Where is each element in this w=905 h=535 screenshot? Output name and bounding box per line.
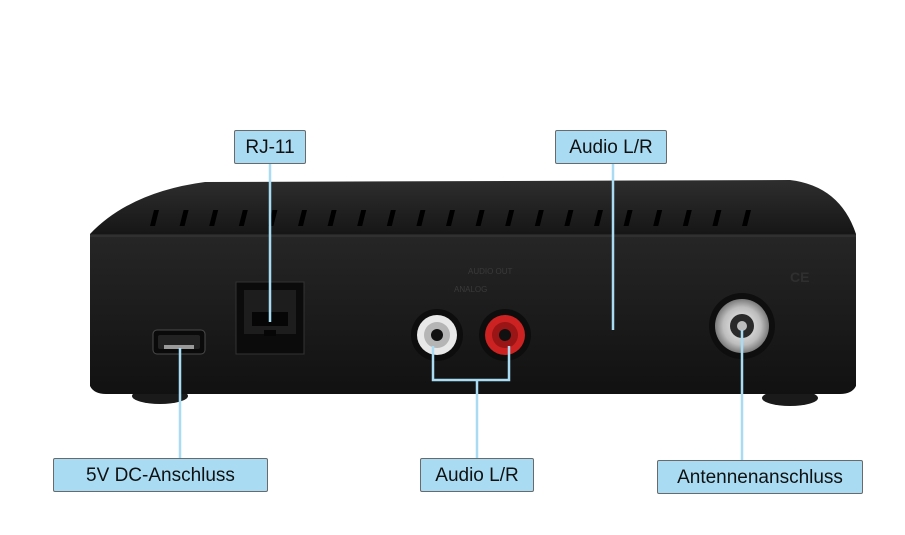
antenna-connector-icon <box>709 293 775 359</box>
leader-lines <box>178 164 744 460</box>
rca-left-jack-icon <box>411 309 463 361</box>
rj11-callout: RJ-11 <box>234 130 306 164</box>
ce-mark: CE <box>790 269 809 285</box>
audio-lr-callout-bottom: Audio L/R <box>420 458 534 492</box>
mini-usb-port-icon <box>152 329 206 355</box>
vent-slot <box>712 210 722 226</box>
analog-label: ANALOG <box>454 285 487 294</box>
vent-slot <box>475 210 485 226</box>
antenna-callout: Antennenanschluss <box>657 460 863 494</box>
rca-right-jack-icon <box>479 309 531 361</box>
audio-out-label: AUDIO OUT <box>468 267 513 276</box>
vent-slot <box>653 210 663 226</box>
vent-slots <box>150 210 751 226</box>
vent-slot <box>298 210 307 226</box>
vent-slot <box>386 210 396 226</box>
vent-slot <box>179 210 189 226</box>
vent-slot <box>534 210 544 226</box>
vent-slot <box>209 210 219 226</box>
dc-connector-callout: 5V DC-Anschluss <box>53 458 268 492</box>
audio-lr-callout-top: Audio L/R <box>555 130 667 164</box>
vent-slot <box>357 210 367 226</box>
vent-slot <box>564 210 574 226</box>
vent-slot <box>594 210 603 226</box>
vent-slot <box>505 210 515 226</box>
vent-slot <box>446 210 455 226</box>
device-top <box>90 180 856 234</box>
vent-slot <box>682 210 692 226</box>
vent-slot <box>150 210 159 226</box>
vent-slot <box>238 210 248 226</box>
vent-slot <box>416 210 426 226</box>
vent-slot <box>623 210 633 226</box>
vent-slot <box>327 210 337 226</box>
vent-slot <box>742 210 751 226</box>
